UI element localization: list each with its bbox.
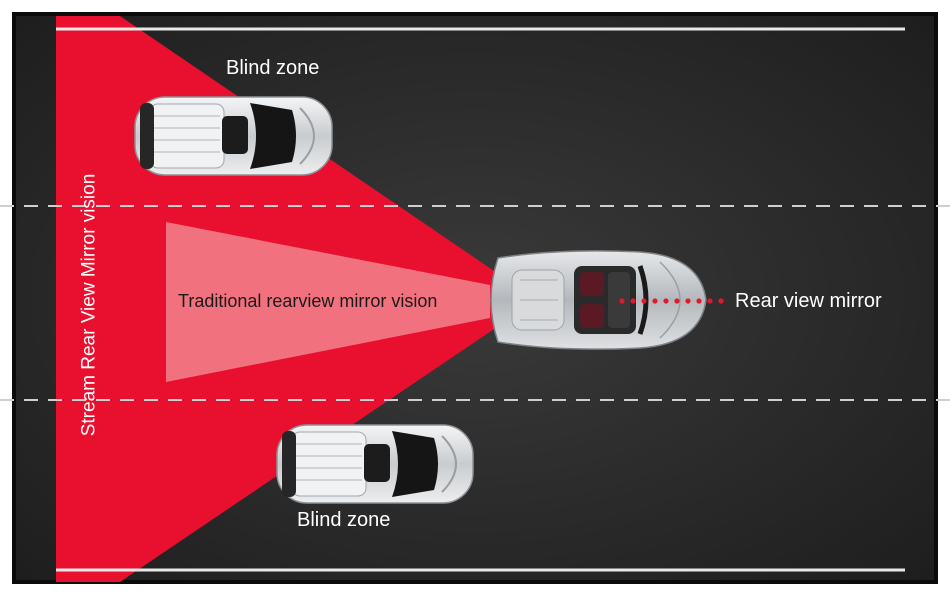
suv-bottom	[276, 424, 474, 504]
mirror-pointer-dots	[619, 298, 724, 304]
stream-vision-label: Stream Rear View Mirror vision	[78, 173, 100, 437]
traditional-zone	[166, 222, 490, 382]
suv-top	[134, 96, 333, 176]
blind-zone-label-top: Blind zone	[226, 57, 320, 79]
blind-zone-label-bottom: Blind zone	[297, 509, 391, 531]
rear-view-mirror-label: Rear view mirror	[735, 290, 882, 312]
sports-car	[490, 250, 707, 350]
traditional-vision-label: Traditional rearview mirror vision	[178, 291, 438, 311]
